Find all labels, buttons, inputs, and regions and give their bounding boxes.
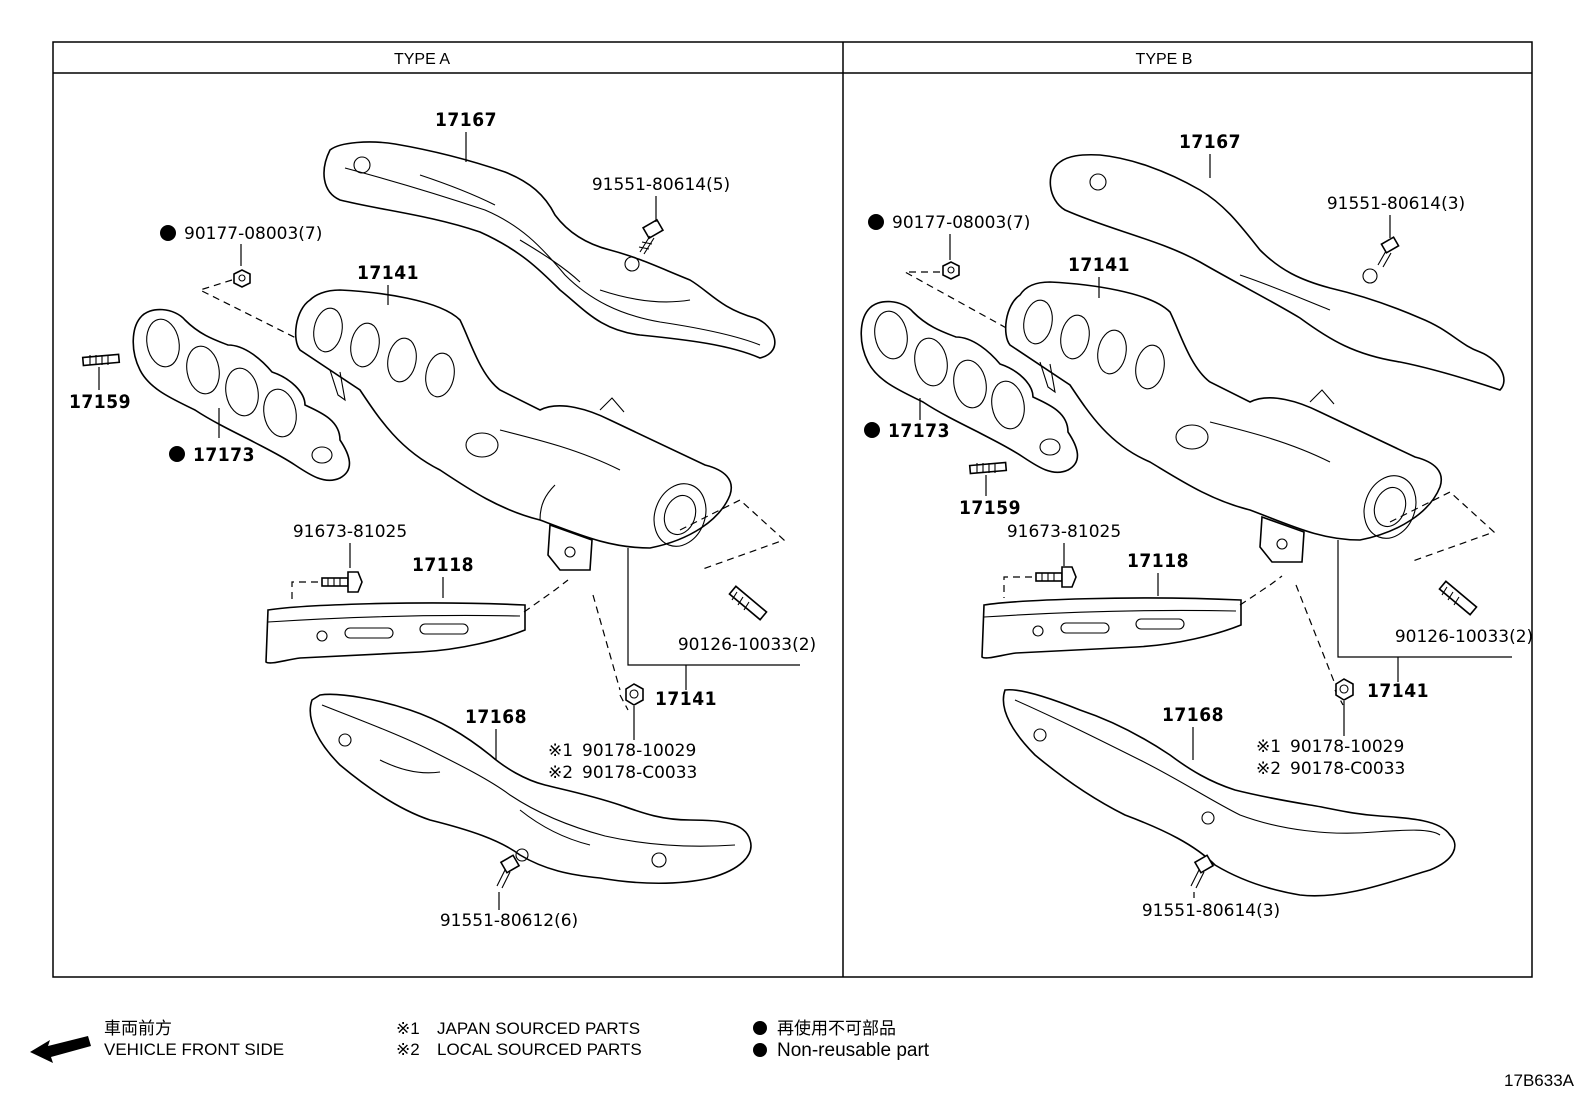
label-17173-b: 17173 bbox=[888, 420, 950, 442]
front-label-en: VEHICLE FRONT SIDE bbox=[104, 1040, 284, 1059]
type-b-panel: 17167 91551-80614(3) 90177-08003(7) bbox=[860, 131, 1533, 921]
label-17168-a: 17168 bbox=[465, 706, 527, 728]
heat-insulator-upper-a[interactable] bbox=[323, 141, 776, 359]
heat-insulator-upper-b[interactable] bbox=[1049, 153, 1505, 391]
bolt-icon-upper-b[interactable] bbox=[1377, 236, 1400, 268]
type-a-header: TYPE A bbox=[394, 51, 450, 68]
bolt-icon-stay-a[interactable] bbox=[321, 571, 363, 593]
label-90177-08003-b: 90177-08003(7) bbox=[892, 213, 1030, 233]
nut-icon-jl-a[interactable] bbox=[625, 683, 644, 706]
note2-text: LOCAL SOURCED PARTS bbox=[437, 1040, 642, 1059]
note2-mark-b: ※2 bbox=[1256, 759, 1281, 779]
note2-mark: ※2 bbox=[396, 1040, 420, 1059]
label-17141-a: 17141 bbox=[357, 262, 419, 284]
label-90178-C0033-a: 90178-C0033 bbox=[582, 763, 697, 783]
bolt-icon-upper-a[interactable] bbox=[638, 218, 665, 255]
label-17141-lower-a: 17141 bbox=[655, 688, 717, 710]
type-a-panel: 17167 91551-80614(5) 90177-08003(7) bbox=[69, 109, 816, 931]
label-90126-10033-a: 90126-10033(2) bbox=[678, 635, 816, 655]
gasket-b[interactable] bbox=[860, 300, 1079, 474]
heat-insulator-lower-a[interactable] bbox=[309, 693, 752, 885]
label-17118-a: 17118 bbox=[412, 554, 474, 576]
stud-icon-17159-a[interactable] bbox=[81, 353, 121, 367]
label-17159-b: 17159 bbox=[959, 497, 1021, 519]
non-reusable-bullet-jp bbox=[753, 1021, 767, 1035]
label-17173-a: 17173 bbox=[193, 444, 255, 466]
non-reusable-label-jp: 再使用不可部品 bbox=[777, 1018, 896, 1038]
non-reusable-bullet-en bbox=[753, 1043, 767, 1057]
stud-icon-90126-a[interactable] bbox=[728, 585, 768, 621]
label-91551-80614-a: 91551-80614(5) bbox=[592, 175, 730, 195]
label-91551-80614-lower-b: 91551-80614(3) bbox=[1142, 901, 1280, 921]
manifold-stay-a[interactable] bbox=[265, 602, 526, 664]
label-17141-lower-b: 17141 bbox=[1367, 680, 1429, 702]
front-arrow-icon bbox=[30, 1036, 91, 1063]
label-91673-81025-a: 91673-81025 bbox=[293, 522, 407, 542]
label-17167-a: 17167 bbox=[435, 109, 497, 131]
nut-icon-b[interactable] bbox=[942, 261, 960, 280]
non-reusable-marker-nut-b bbox=[868, 214, 884, 230]
exhaust-manifold-b[interactable] bbox=[1004, 281, 1442, 563]
label-17159-a: 17159 bbox=[69, 391, 131, 413]
stud-icon-90126-b[interactable] bbox=[1438, 580, 1478, 616]
exhaust-manifold-a[interactable] bbox=[294, 289, 732, 571]
label-17168-b: 17168 bbox=[1162, 704, 1224, 726]
bolt-icon-stay-b[interactable] bbox=[1035, 566, 1077, 588]
nut-icon-a[interactable] bbox=[233, 269, 251, 288]
label-17141-b: 17141 bbox=[1068, 254, 1130, 276]
label-91551-80612-a: 91551-80612(6) bbox=[440, 911, 578, 931]
nut-icon-jl-b[interactable] bbox=[1335, 678, 1354, 701]
heat-insulator-lower-b[interactable] bbox=[1002, 688, 1456, 897]
manifold-stay-b[interactable] bbox=[981, 597, 1242, 659]
label-90178-10029-b: 90178-10029 bbox=[1290, 737, 1404, 757]
bolt-icon-lower-a[interactable] bbox=[496, 854, 521, 889]
label-90178-C0033-b: 90178-C0033 bbox=[1290, 759, 1405, 779]
non-reusable-marker-gasket-a bbox=[169, 446, 185, 462]
stud-icon-17159-b[interactable] bbox=[968, 461, 1008, 475]
note1-mark: ※1 bbox=[396, 1019, 420, 1038]
non-reusable-marker-gasket-b bbox=[864, 422, 880, 438]
legend: 車両前方 VEHICLE FRONT SIDE ※1 JAPAN SOURCED… bbox=[30, 1018, 1575, 1090]
non-reusable-label-en: Non-reusable part bbox=[777, 1040, 930, 1061]
note1-mark-a: ※1 bbox=[548, 741, 573, 761]
diagram-frame bbox=[52, 41, 1533, 978]
bolt-icon-lower-b[interactable] bbox=[1190, 854, 1215, 889]
label-90178-10029-a: 90178-10029 bbox=[582, 741, 696, 761]
note1-text: JAPAN SOURCED PARTS bbox=[437, 1019, 640, 1038]
figure-id: 17B633A bbox=[1504, 1071, 1575, 1090]
note1-mark-b: ※1 bbox=[1256, 737, 1281, 757]
label-17118-b: 17118 bbox=[1127, 550, 1189, 572]
non-reusable-marker-nut-a bbox=[160, 225, 176, 241]
front-label-jp: 車両前方 bbox=[104, 1019, 172, 1038]
label-90126-10033-b: 90126-10033(2) bbox=[1395, 627, 1533, 647]
note2-mark-a: ※2 bbox=[548, 763, 573, 783]
label-90177-08003-a: 90177-08003(7) bbox=[184, 224, 322, 244]
label-91673-81025-b: 91673-81025 bbox=[1007, 522, 1121, 542]
gasket-a[interactable] bbox=[132, 308, 351, 482]
type-b-header: TYPE B bbox=[1136, 51, 1193, 68]
label-91551-80614-b: 91551-80614(3) bbox=[1327, 194, 1465, 214]
label-17167-b: 17167 bbox=[1179, 131, 1241, 153]
